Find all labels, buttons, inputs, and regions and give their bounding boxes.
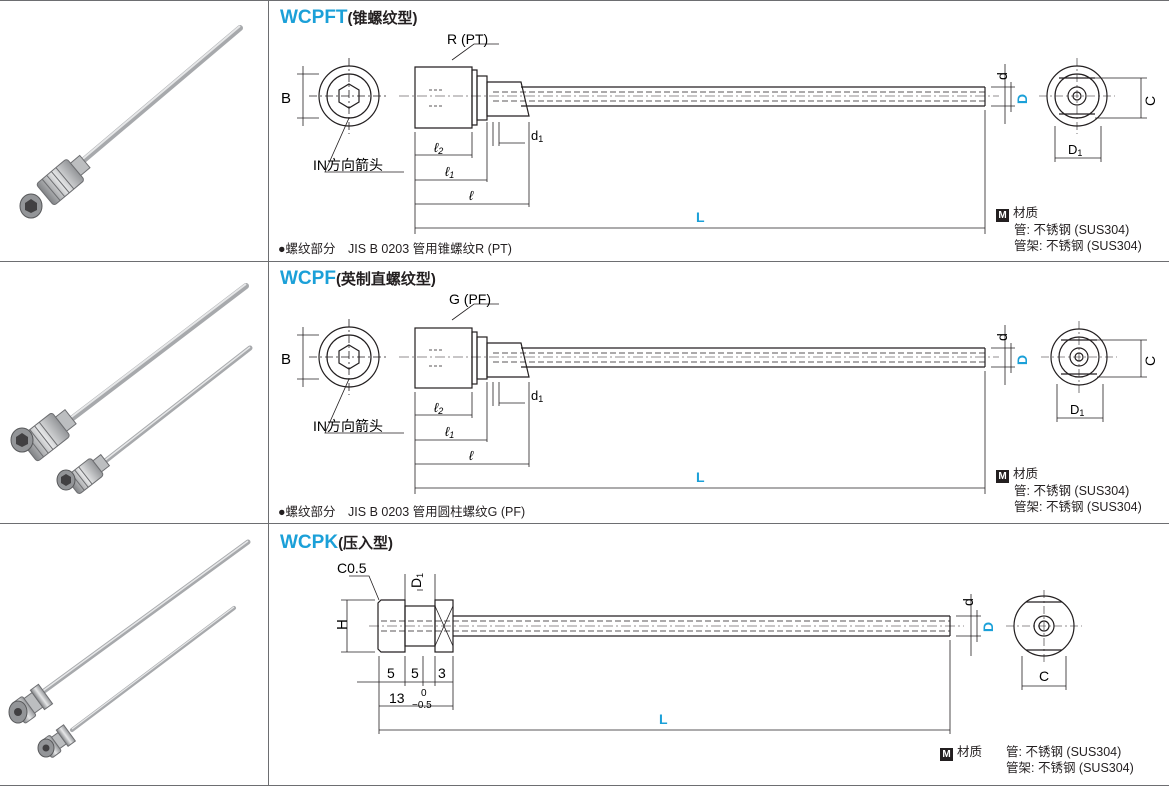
dim-D: D xyxy=(1014,355,1030,365)
material-holder: 管架: 不锈钢 (SUS304) xyxy=(1006,761,1134,775)
dim-d: d xyxy=(960,598,976,606)
section-wcpk: WCPK(压入型) xyxy=(0,524,1169,785)
column-divider xyxy=(268,0,269,786)
thread-label: G (PF) xyxy=(449,291,491,307)
dim-D1: D1 xyxy=(408,573,425,588)
dim-L: L xyxy=(659,711,668,727)
dim-l2: ℓ2 xyxy=(434,400,443,416)
in-arrow-label: IN方向箭头 xyxy=(313,418,383,434)
dim-H: H xyxy=(334,619,351,630)
thread-label: R (PT) xyxy=(447,31,488,47)
row-divider-2 xyxy=(0,523,1169,524)
dim-l1: ℓ1 xyxy=(445,424,454,440)
material-holder: 管架: 不锈钢 (SUS304) xyxy=(1014,239,1142,253)
dim-a: 5 xyxy=(387,665,395,681)
dim-D: D xyxy=(1014,94,1030,104)
dim-B: B xyxy=(281,90,291,107)
dim-d1: d1 xyxy=(531,128,543,144)
tol-upper: 0 xyxy=(421,688,427,699)
product-type: (英制直螺纹型) xyxy=(335,271,436,288)
product-code: WCPF xyxy=(280,268,336,289)
material-label: 材质 xyxy=(1013,206,1039,220)
material-block: M 材质 管: 不锈钢 (SUS304) 管架: 不锈钢 (SUS304) xyxy=(940,744,1134,776)
dim-C: C xyxy=(1039,668,1049,684)
product-photo-wcpf xyxy=(10,283,253,494)
tol-lower: −0.5 xyxy=(412,700,432,711)
material-block: M 材质 管: 不锈钢 (SUS304) 管架: 不锈钢 (SUS304) xyxy=(996,205,1142,254)
dim-B: B xyxy=(281,351,291,368)
dim-d: d xyxy=(994,72,1010,80)
product-photo-wcpk xyxy=(8,539,251,758)
dim-l: ℓ xyxy=(469,448,474,463)
thread-note: ●螺纹部分 JIS B 0203 管用锥螺纹R (PT) xyxy=(278,242,512,256)
top-rule xyxy=(0,0,1169,1)
material-tube: 管: 不锈钢 (SUS304) xyxy=(1014,223,1130,237)
dim-b: 5 xyxy=(411,665,419,681)
material-tube: 管: 不锈钢 (SUS304) xyxy=(1014,484,1130,498)
drawing-wcpk: C0.5 H D1 5 5 3 13 0 −0.5 L d D C xyxy=(334,560,1082,734)
dim-C: C xyxy=(1142,356,1158,366)
material-badge-icon: M xyxy=(940,748,953,761)
drawing-wcpft: B IN方向箭头 R (PT) ℓ2 ℓ1 ℓ d1 L d D C D1 xyxy=(281,31,1158,234)
section-wcpft: WCPFT(锥螺纹型) xyxy=(0,0,1169,261)
dim-L: L xyxy=(696,469,705,485)
material-label: 材质 xyxy=(1013,467,1039,481)
section-wcpf: WCPF(英制直螺纹型) xyxy=(0,262,1169,523)
product-type: (锥螺纹型) xyxy=(347,10,418,27)
product-code: WCPK xyxy=(280,532,339,553)
material-badge-icon: M xyxy=(996,209,1009,222)
dim-d: d xyxy=(994,333,1010,341)
product-type: (压入型) xyxy=(338,535,394,552)
dim-D: D xyxy=(980,622,996,632)
dim-D1: D1 xyxy=(1068,142,1082,158)
material-block: M 材质 管: 不锈钢 (SUS304) 管架: 不锈钢 (SUS304) xyxy=(996,466,1142,515)
title-wcpf: WCPF(英制直螺纹型) xyxy=(280,268,436,290)
product-photo-wcpft xyxy=(19,25,243,219)
dim-L: L xyxy=(696,209,705,225)
dim-total: 13 xyxy=(389,690,405,706)
dim-d1: d1 xyxy=(531,388,543,404)
drawing-wcpf: B IN方向箭头 G (PF) ℓ2 ℓ1 ℓ d1 L d D C D1 xyxy=(281,291,1158,494)
material-badge-icon: M xyxy=(996,470,1009,483)
dim-l: ℓ xyxy=(469,188,474,203)
thread-note: ●螺纹部分 JIS B 0203 管用圆柱螺纹G (PF) xyxy=(278,505,526,519)
dim-l2: ℓ2 xyxy=(434,140,443,156)
dim-C: C xyxy=(1142,96,1158,106)
dim-D1: D1 xyxy=(1070,402,1084,418)
chamfer-label: C0.5 xyxy=(337,560,367,576)
row-divider-1 xyxy=(0,261,1169,262)
material-holder: 管架: 不锈钢 (SUS304) xyxy=(1014,500,1142,514)
material-label: 材质 xyxy=(957,745,983,759)
material-tube: 管: 不锈钢 (SUS304) xyxy=(1006,745,1122,759)
dim-c: 3 xyxy=(438,665,446,681)
title-wcpft: WCPFT(锥螺纹型) xyxy=(280,7,418,29)
product-code: WCPFT xyxy=(280,7,348,28)
title-wcpk: WCPK(压入型) xyxy=(280,532,393,554)
in-arrow-label: IN方向箭头 xyxy=(313,157,383,173)
dim-l1: ℓ1 xyxy=(445,164,454,180)
